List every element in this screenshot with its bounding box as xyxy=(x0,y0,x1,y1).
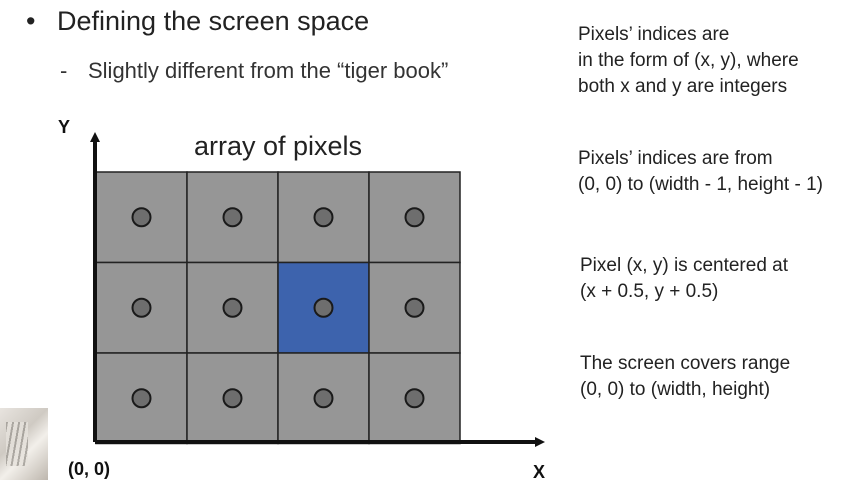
pixel-center-dot xyxy=(313,388,334,409)
note-index-form: Pixels’ indices are in the form of (x, y… xyxy=(578,22,799,100)
pixel-center-dot xyxy=(131,297,152,318)
pixel-center-dot xyxy=(222,388,243,409)
pixel-center-dot xyxy=(313,297,334,318)
note-line: (x + 0.5, y + 0.5) xyxy=(580,281,719,302)
pixel-center-dot xyxy=(222,207,243,228)
grid-title: array of pixels xyxy=(194,131,362,161)
note-line: Pixels’ indices are xyxy=(578,24,730,45)
note-index-range: Pixels’ indices are from (0, 0) to (widt… xyxy=(578,146,823,198)
pixel-center-dot xyxy=(313,207,334,228)
x-axis-label: X xyxy=(533,462,545,480)
note-screen-range: The screen covers range (0, 0) to (width… xyxy=(580,351,790,403)
sub-bullet-dash: - xyxy=(60,58,68,83)
note-line: both x and y are integers xyxy=(578,76,788,97)
note-line: Pixels’ indices are from xyxy=(578,148,773,169)
slide-title: Defining the screen space xyxy=(57,6,370,36)
pixel-center-dot xyxy=(131,388,152,409)
pixel-center-dot xyxy=(131,207,152,228)
note-line: (0, 0) to (width - 1, height - 1) xyxy=(578,174,823,195)
note-line: Pixel (x, y) is centered at xyxy=(580,255,789,276)
pixel-center-dot xyxy=(404,388,425,409)
bullet-dot: • xyxy=(26,6,36,36)
y-axis-label: Y xyxy=(58,117,70,137)
axes xyxy=(90,132,545,447)
sub-bullet-text: Slightly different from the “tiger book” xyxy=(88,58,449,83)
note-line: (0, 0) to (width, height) xyxy=(580,379,771,400)
note-pixel-center: Pixel (x, y) is centered at (x + 0.5, y … xyxy=(580,253,788,305)
note-line: The screen covers range xyxy=(580,353,791,374)
origin-label: (0, 0) xyxy=(68,459,110,479)
pixel-center-dot xyxy=(404,297,425,318)
presenter-webcam-thumbnail xyxy=(0,408,48,480)
pixel-center-dot xyxy=(404,207,425,228)
note-line: in the form of (x, y), where xyxy=(578,50,799,71)
pixel-cells xyxy=(95,171,461,445)
pixel-center-dot xyxy=(222,297,243,318)
